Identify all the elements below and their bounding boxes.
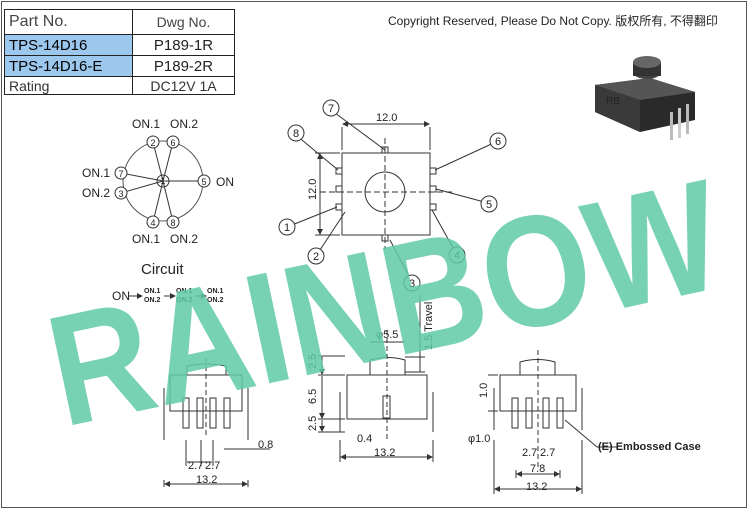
- circuit-stage-bottom: ON.2: [207, 297, 223, 304]
- callout-number: 2: [313, 251, 319, 263]
- callout-number: 4: [454, 250, 460, 262]
- circuit-stage-bottom: ON.2: [176, 297, 192, 304]
- circuit-diagram: Circuit ON ON.1 ON.2 ON.1 ON.2 ON.1 ON.2: [112, 261, 223, 304]
- pin-label-bottom: ON.2: [170, 232, 198, 246]
- rating-value: DC12V 1A: [132, 76, 235, 95]
- dwg-no-cell: P189-2R: [132, 55, 235, 77]
- side-right-dims: 1.0 φ1.0 2.7 2.7 7.8 13.2 (E) Embossed C…: [468, 383, 701, 493]
- callout-number: 7: [328, 103, 334, 115]
- callout-number: 5: [486, 199, 492, 211]
- pin-diagram: [114, 135, 211, 229]
- callout-number: 1: [284, 222, 290, 234]
- spec-table: Part No. Dwg No. TPS-14D16 P189-1R TPS-1…: [4, 9, 235, 95]
- side-view-left: [163, 358, 270, 487]
- dwg-no-header: Dwg No.: [132, 9, 235, 35]
- top-view: [315, 121, 455, 250]
- dim-pitch: 2.7: [540, 447, 555, 459]
- pin-numbers: 1 4 2 3 5 6 7 8: [118, 138, 206, 228]
- circuit-stage-top: ON.1: [176, 288, 192, 295]
- circuit-stage-bottom: ON.2: [144, 297, 160, 304]
- copyright-notice: Copyright Reserved, Please Do Not Copy. …: [388, 14, 718, 28]
- dim-width: 13.2: [526, 481, 547, 493]
- dim-pitch: 2.7: [522, 447, 537, 459]
- spec-row: TPS-14D16 P189-1R: [4, 34, 235, 56]
- part-no-cell: TPS-14D16: [4, 34, 133, 56]
- side-middle-dims: φ5.5 1.5 Travel 2.5 6.5 2.5 0.4 13.2: [307, 302, 435, 459]
- pin-label-right: ON: [216, 175, 234, 189]
- circuit-stage-top: ON.1: [144, 288, 160, 295]
- dim-6-5: 6.5: [307, 389, 319, 404]
- rating-label: Rating: [4, 76, 133, 95]
- pin-label-left: ON.1: [82, 166, 110, 180]
- pin-labels: ON.1 ON.2 ON.1 ON.2 ON.1 ON.2 ON: [82, 117, 234, 246]
- pin-number: 1: [160, 176, 165, 186]
- callout-number: 3: [409, 278, 415, 290]
- side-view-right: [488, 350, 618, 494]
- dim-width: 13.2: [196, 474, 217, 486]
- dim-pitch: 2.7: [205, 460, 220, 472]
- dim-2-5: 2.5: [307, 416, 319, 431]
- top-width-dim: 12.0: [376, 112, 397, 124]
- circuit-stage-top: ON.1: [207, 288, 223, 295]
- dim-dia-1-0: φ1.0: [468, 433, 490, 445]
- embossed-case-label: (E) Embossed Case: [598, 441, 701, 453]
- pin-number: 3: [118, 189, 123, 199]
- pin-number: 7: [118, 169, 123, 179]
- spec-table-header: Part No. Dwg No.: [4, 9, 235, 35]
- top-view-callouts: [278, 99, 507, 292]
- top-height-dim: 12.0: [307, 179, 319, 200]
- pin-number: 2: [150, 138, 155, 148]
- part-no-cell: TPS-14D16-E: [4, 55, 133, 77]
- product-mark: RB: [606, 96, 620, 107]
- callout-number: 8: [293, 128, 299, 140]
- dim-pin-width: 0.8: [258, 439, 273, 451]
- dwg-no-cell: P189-1R: [132, 34, 235, 56]
- callout-numbers: 7 8 6 5 1 2 3 4: [284, 103, 501, 290]
- dim-pitch: 2.7: [188, 460, 203, 472]
- circuit-on-label: ON: [112, 289, 130, 303]
- callout-number: 6: [495, 136, 501, 148]
- dim-cap-dia: φ5.5: [376, 329, 398, 341]
- pin-number: 6: [170, 138, 175, 148]
- dim-width: 13.2: [374, 447, 395, 459]
- dim-travel: 1.5 Travel: [423, 302, 435, 350]
- pin-number: 8: [170, 218, 175, 228]
- product-render: RB: [595, 56, 695, 140]
- rating-row: Rating DC12V 1A: [4, 76, 235, 95]
- spec-row: TPS-14D16-E P189-2R: [4, 55, 235, 77]
- pin-number: 5: [201, 177, 206, 187]
- dim-7-8: 7.8: [530, 463, 545, 475]
- dim-2-5: 2.5: [307, 354, 319, 369]
- pin-label-bottom: ON.1: [132, 232, 160, 246]
- pin-label-top: ON.2: [170, 117, 198, 131]
- pin-number: 4: [150, 218, 155, 228]
- pin-label-top: ON.1: [132, 117, 160, 131]
- side-left-dims: 2.7 2.7 13.2 0.8: [188, 439, 273, 486]
- pin-label-left: ON.2: [82, 186, 110, 200]
- side-view-middle: [318, 295, 434, 462]
- circuit-title: Circuit: [141, 261, 184, 278]
- dim-1-0: 1.0: [478, 383, 490, 398]
- dim-0-4: 0.4: [357, 433, 372, 445]
